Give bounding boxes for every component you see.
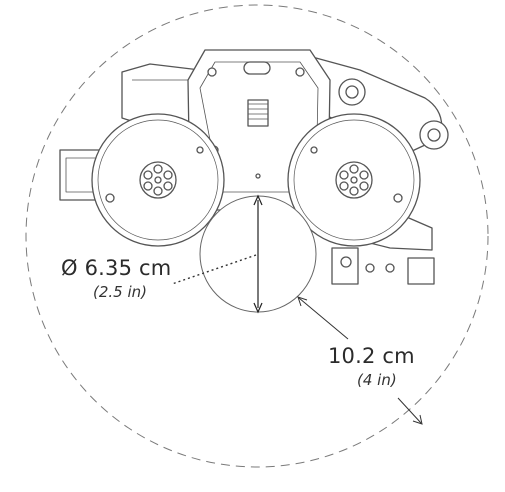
radius-leader [298,297,349,340]
radius-imperial-label: (4 in) [357,371,397,389]
mechanism-drawing [59,49,449,285]
radius-metric-label: 10.2 cm [328,344,415,368]
outer-arrow [397,397,422,424]
diameter-metric-label: Ø 6.35 cm [61,256,172,280]
diameter-imperial-label: (2.5 in) [93,283,148,301]
outer-clearance-circle [25,4,489,468]
